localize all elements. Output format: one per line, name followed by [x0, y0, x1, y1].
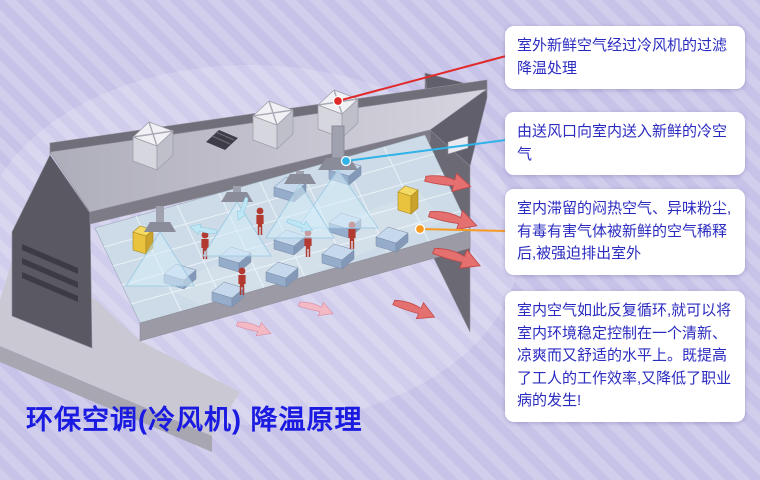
floor-slab-edge: [139, 229, 471, 342]
callout-box-1: 室外新鲜空气经过冷风机的过滤降温处理: [505, 26, 745, 89]
left-end-wall: [11, 154, 93, 349]
page-title: 环保空调(冷风机) 降温原理: [26, 405, 363, 435]
intake-louvers: [22, 244, 78, 302]
air-diffusers: [125, 125, 379, 287]
callout-dot-2: [340, 155, 352, 167]
roof-grille: [206, 130, 238, 150]
callout-dot-3: [414, 223, 426, 235]
callout-text-3: 室内滞留的闷热空气、异味粉尘,有毒有害气体被新鲜的空气稀释后,被强迫排出室外: [517, 200, 732, 262]
roof-cut-edge: [89, 129, 431, 225]
wall-vent: [447, 135, 469, 155]
callout-line-1: [337, 55, 507, 102]
callout-line-2: [345, 139, 507, 162]
supply-duct: [331, 125, 345, 159]
callout-text-4: 室内空气如此反复循环,就可以将室内环境稳定控制在一个清新、凉爽而又舒适的水平上。…: [517, 302, 732, 409]
callout-dot-1: [332, 95, 344, 107]
callout-line-3: [419, 228, 507, 232]
callout-box-4: 室内空气如此反复循环,就可以将室内环境稳定控制在一个清新、凉爽而又舒适的水平上。…: [505, 291, 745, 422]
callout-connectors: [332, 55, 507, 235]
callout-box-3: 室内滞留的闷热空气、异味粉尘,有毒有害气体被新鲜的空气稀释后,被强迫排出室外: [505, 189, 745, 275]
callout-text-1: 室外新鲜空气经过冷风机的过滤降温处理: [517, 37, 728, 77]
callout-text-2: 由送风口向室内送入新鲜的冷空气: [517, 123, 728, 163]
callout-box-2: 由送风口向室内送入新鲜的冷空气: [505, 112, 745, 175]
